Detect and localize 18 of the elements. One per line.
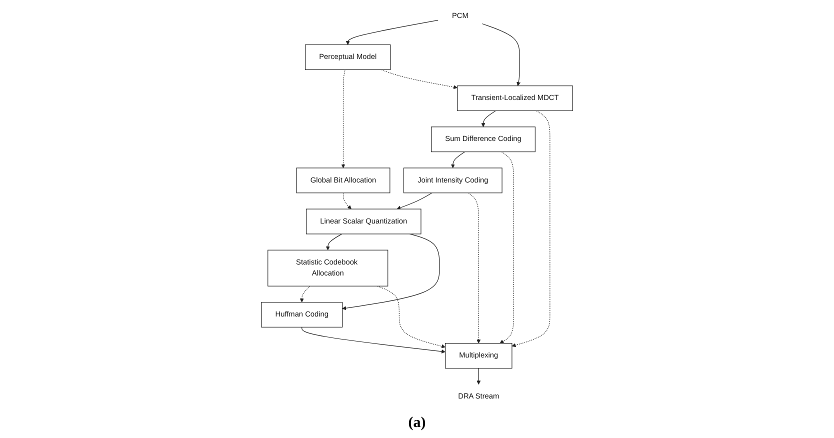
arrow bbox=[342, 234, 440, 310]
arrow bbox=[450, 152, 466, 168]
arrow bbox=[500, 152, 514, 344]
arrow bbox=[468, 192, 481, 344]
arrow bbox=[341, 69, 346, 168]
arrow bbox=[481, 110, 496, 128]
figure-caption: (a) bbox=[408, 415, 426, 432]
arrow bbox=[482, 23, 521, 86]
arrow bbox=[326, 234, 342, 250]
arrow bbox=[396, 192, 432, 210]
arrow bbox=[476, 368, 481, 385]
arrow bbox=[376, 286, 446, 348]
arrow bbox=[380, 69, 458, 90]
arrow bbox=[302, 326, 446, 354]
arrow bbox=[342, 192, 352, 210]
arrow bbox=[512, 110, 550, 348]
arrow bbox=[300, 286, 310, 302]
arrow bbox=[346, 20, 438, 45]
